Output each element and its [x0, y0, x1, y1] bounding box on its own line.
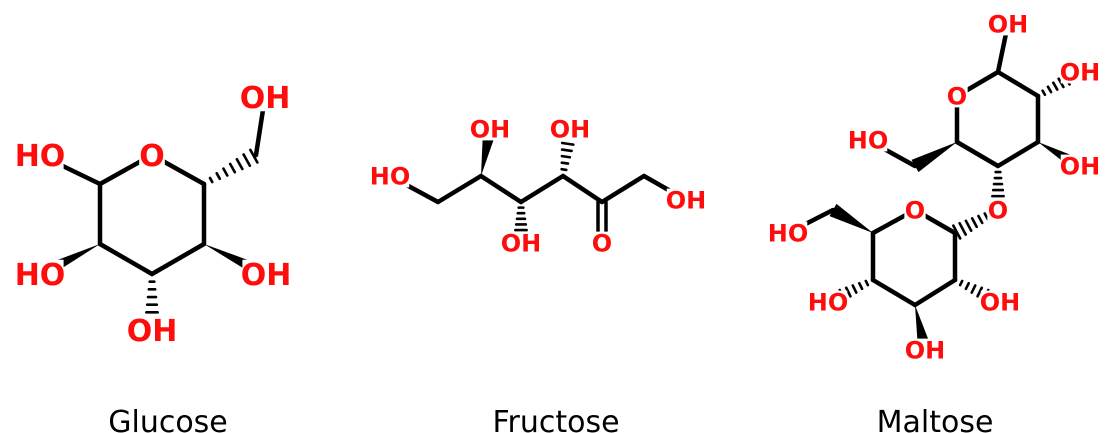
- maltose-bond-l_c2-l_o2-hash-2: [964, 281, 971, 291]
- maltose-atom-bg-l_o2: [980, 290, 1020, 314]
- fructose-atom-o2: OH: [470, 116, 511, 144]
- maltose-bond-u_c3-u_c4: [995, 139, 1041, 169]
- fructose-atom-bg-o1: [370, 164, 410, 188]
- fructose-atom-o5: O: [592, 230, 612, 258]
- maltose-atom-l_o4: HO: [808, 289, 849, 317]
- glucose-bond-c5-c6-hash-2: [215, 172, 222, 181]
- maltose-bond-u_c4-u_c5: [954, 139, 1001, 169]
- fructose-atom-o4: OH: [550, 116, 591, 144]
- glucose-atom-o6: OH: [240, 81, 291, 116]
- fructose-atom-bg-o5: [591, 231, 613, 255]
- maltose-bond-l_c2-l_c3: [912, 277, 958, 308]
- maltose-atom-u_o2: OH: [1060, 59, 1101, 87]
- glucose-bond-c5-c6-hash-7: [249, 148, 259, 164]
- glucose-atom-bg-o2: [16, 259, 64, 289]
- fructose-bond-c4-o4-hash-5: [560, 141, 575, 146]
- maltose-bond-link_o-l_c1-hash-3: [977, 214, 984, 225]
- glucose-atom-ring_o: O: [139, 139, 165, 174]
- caption-fructose: Fructose: [492, 405, 619, 433]
- maltose-atom-link_o: O: [988, 197, 1008, 225]
- fructose-atom-bg-o6: [666, 188, 706, 212]
- maltose-bond-u_c2-u_o2-hash-1: [1041, 89, 1047, 97]
- glucose-atom-bg-o3: [128, 315, 176, 345]
- glucose-atom-o1: HO: [15, 139, 66, 174]
- maltose-bond-u_c5-u_c6-wedge: [911, 142, 957, 173]
- caption-glucose: Glucose: [108, 405, 228, 433]
- fructose-bond-c4-o4-hash-4: [560, 148, 573, 153]
- fructose-bond-c2-c3: [478, 173, 524, 205]
- maltose-bond-l_c2-l_o2-hash-3: [970, 284, 977, 294]
- glucose-bond-c5-c6-hash-1: [208, 176, 214, 184]
- glucose-bond-c5-c6-hash-4: [228, 162, 237, 174]
- maltose-atom-bg-l_o6: [768, 221, 808, 245]
- glucose-atom-bg-o4: [242, 259, 290, 289]
- maltose-atom-bg-u_o3: [1060, 154, 1100, 178]
- fructose-atom-o3: OH: [501, 230, 542, 258]
- fructose-bond-c4-o4-hash-1: [560, 167, 568, 172]
- glucose-bond-c5-c6-hash-3: [222, 167, 229, 177]
- maltose-bond-l_c3-l_c4: [870, 277, 918, 308]
- maltose-atom-u_o6: HO: [848, 127, 889, 155]
- maltose-bond-link_o-l_c1-hash-5: [964, 219, 973, 232]
- maltose-atom-bg-u_o: [946, 84, 968, 108]
- maltose-atom-bg-l_o3: [905, 338, 945, 362]
- maltose-atom-bg-l_o4: [808, 290, 848, 314]
- caption-maltose: Maltose: [877, 405, 994, 433]
- glucose-bond-c3-c4: [149, 241, 207, 277]
- maltose-bond-u_c1-u_c2: [995, 69, 1041, 99]
- maltose-atom-u_o3: OH: [1060, 153, 1101, 181]
- maltose-bond-link_o-l_c1-hash-6: [958, 221, 967, 236]
- maltose-atom-bg-u_o1: [988, 12, 1028, 36]
- glucose-atom-bg-ring_o: [139, 140, 165, 170]
- glucose-atom-o3: OH: [127, 314, 178, 349]
- fructose-bond-c4-c5: [560, 173, 605, 205]
- fructose-atom-bg-o3: [501, 231, 541, 255]
- atoms-layer: OHOHOOHOHOHHOOHOHOHOOHOOHOHOHHOOOOHOHHOH…: [15, 11, 1101, 365]
- glucose-atom-bg-o1: [16, 140, 64, 170]
- maltose-bond-l_c4-l_o4-hash-1: [864, 279, 870, 287]
- maltose-atom-u_o1: OH: [988, 11, 1029, 39]
- maltose-bond-link_o-l_c1-hash-4: [970, 217, 978, 229]
- maltose-bond-l_c4-l_o4-hash-4: [844, 286, 852, 298]
- fructose-atom-o1: HO: [370, 163, 411, 191]
- fructose-atom-bg-o4: [550, 117, 590, 141]
- maltose-atom-l_o6: HO: [768, 220, 809, 248]
- glucose-bond-c5-c6-hash-5: [235, 157, 244, 171]
- fructose-bond-c3-c4: [518, 173, 566, 205]
- maltose-bond-link_o-l_c1-hash-2: [983, 212, 990, 221]
- maltose-atom-bg-link_o: [987, 198, 1009, 222]
- fructose-bond-c5-c6: [599, 173, 647, 205]
- maltose-atom-bg-u_o6: [848, 128, 888, 152]
- maltose-bond-l_c5-l_c6-wedge: [829, 203, 873, 233]
- maltose-bond-l_c4-l_o4-hash-3: [851, 284, 858, 294]
- fructose-atom-bg-o2: [470, 117, 510, 141]
- fructose-bond-c4-o4-hash-2: [560, 161, 570, 165]
- fructose-atom-o6: OH: [666, 187, 707, 215]
- glucose-bond-c5-c6-hash-6: [242, 153, 252, 168]
- maltose-bond-u_c2-u_o2-hash-3: [1051, 81, 1059, 91]
- maltose-bond-u_c2-u_o2-hash-2: [1046, 85, 1053, 94]
- glucose-atom-o4: OH: [241, 258, 292, 293]
- maltose-bond-l_c2-l_o2-hash-1: [958, 279, 964, 287]
- maltose-atom-u_o: O: [947, 83, 967, 111]
- glucose-atom-bg-o6: [241, 82, 289, 112]
- glucose-atom-o2: HO: [15, 258, 66, 293]
- maltose-bond-l_c4-l_o4-hash-2: [857, 281, 864, 291]
- maltose-atom-bg-l_o: [904, 198, 926, 222]
- bonds-layer: [36, 21, 1084, 352]
- maltose-atom-l_o3: OH: [905, 337, 946, 365]
- maltose-atom-l_o: O: [905, 197, 925, 225]
- maltose-atom-l_o2: OH: [980, 289, 1021, 317]
- fructose-bond-c4-o4-hash-3: [560, 154, 572, 159]
- fructose-bond-c1-c2: [435, 173, 484, 205]
- maltose-bond-l_c2-l_o2-hash-4: [976, 286, 984, 298]
- maltose-atom-bg-u_o2: [1060, 60, 1100, 84]
- glucose-bond-c2-c3: [97, 241, 155, 277]
